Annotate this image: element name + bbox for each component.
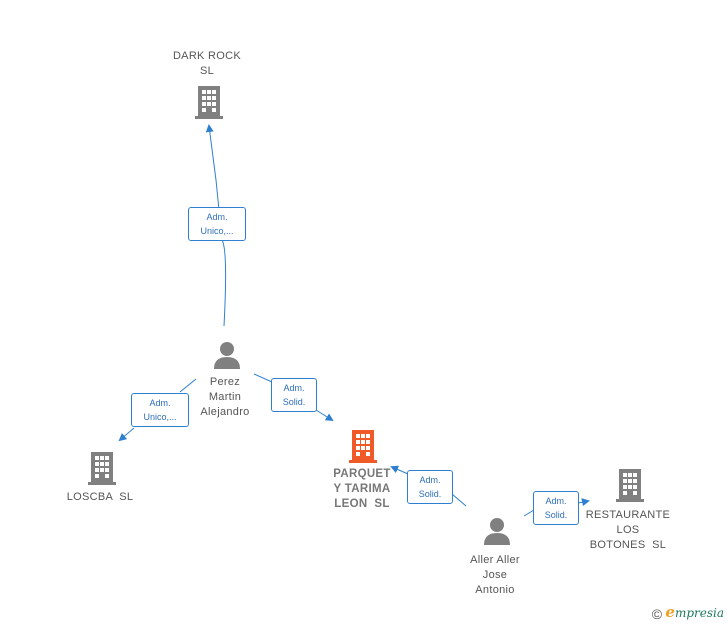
edge-perez-loscba <box>120 378 197 440</box>
building-icon-focus[interactable] <box>347 428 379 464</box>
edge-aller-parquet <box>392 467 467 507</box>
empresia-watermark: © empresia <box>652 603 724 622</box>
person-icon[interactable] <box>212 340 242 370</box>
role-box-perez-loscba[interactable]: Adm. Unico,... <box>131 393 189 427</box>
role-box-aller-parquet[interactable]: Adm. Solid. <box>407 470 453 504</box>
person-icon[interactable] <box>482 516 512 546</box>
copyright-icon: © <box>651 606 663 622</box>
building-icon[interactable] <box>86 450 118 486</box>
company-label-restaurante[interactable]: RESTAURANTE LOS BOTONES SL <box>585 509 671 551</box>
company-label-loscba[interactable]: LOSCBA SL <box>66 491 134 503</box>
role-box-aller-restaurante[interactable]: Adm. Solid. <box>533 491 579 525</box>
edge-perez-parquet <box>253 373 332 420</box>
person-label-aller[interactable]: Aller Aller Jose Antonio <box>470 554 520 596</box>
role-box-perez-parquet[interactable]: Adm. Solid. <box>271 378 317 412</box>
role-box-perez-dark-rock[interactable]: Adm. Unico,... <box>188 207 246 241</box>
company-label-parquet[interactable]: PARQUET Y TARIMA LEON SL <box>333 468 391 510</box>
building-icon[interactable] <box>614 467 646 503</box>
person-label-perez[interactable]: Perez Martin Alejandro <box>200 376 250 418</box>
edge-aller-restaurante <box>523 501 588 517</box>
building-icon[interactable] <box>193 84 225 120</box>
empresia-logo: empresia <box>665 603 724 622</box>
company-label-dark-rock[interactable]: DARK ROCK SL <box>172 50 242 77</box>
